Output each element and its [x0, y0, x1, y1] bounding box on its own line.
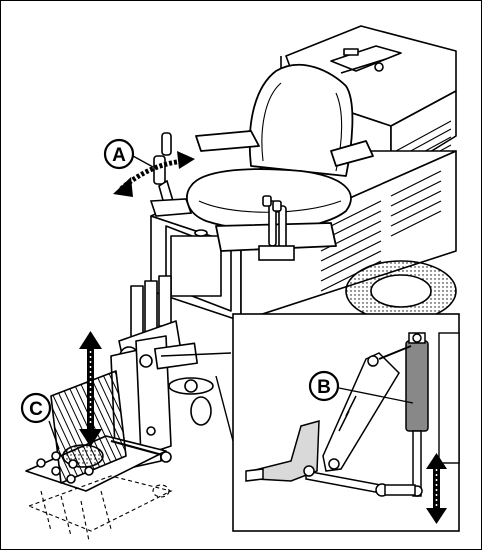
- callout-c-leader: [48, 420, 60, 450]
- callout-b: B: [308, 370, 340, 402]
- callout-b-label: B: [317, 377, 331, 398]
- lowered-position-ghost: [27, 475, 173, 542]
- callout-c: C: [20, 392, 52, 424]
- tine-blade: [245, 420, 320, 482]
- link-arm: [322, 345, 412, 472]
- pivot-rollers: [168, 377, 214, 426]
- lower-link: [305, 470, 416, 497]
- detail-inset: [160, 313, 460, 532]
- callout-c-label: C: [29, 399, 43, 420]
- hand-lever-a: [149, 132, 193, 217]
- front-linkage: [25, 275, 214, 492]
- vertical-travel-arrow-left: [79, 331, 102, 447]
- control-levers: [258, 195, 295, 261]
- plate-bolts: [36, 451, 94, 484]
- callout-a-leader: [132, 155, 154, 168]
- callout-a: A: [103, 138, 135, 170]
- lever-motion-arrow: [113, 151, 195, 197]
- vertical-travel-arrow-right: [426, 453, 447, 524]
- callout-a-label: A: [112, 145, 126, 166]
- hydraulic-cylinder: [405, 332, 429, 497]
